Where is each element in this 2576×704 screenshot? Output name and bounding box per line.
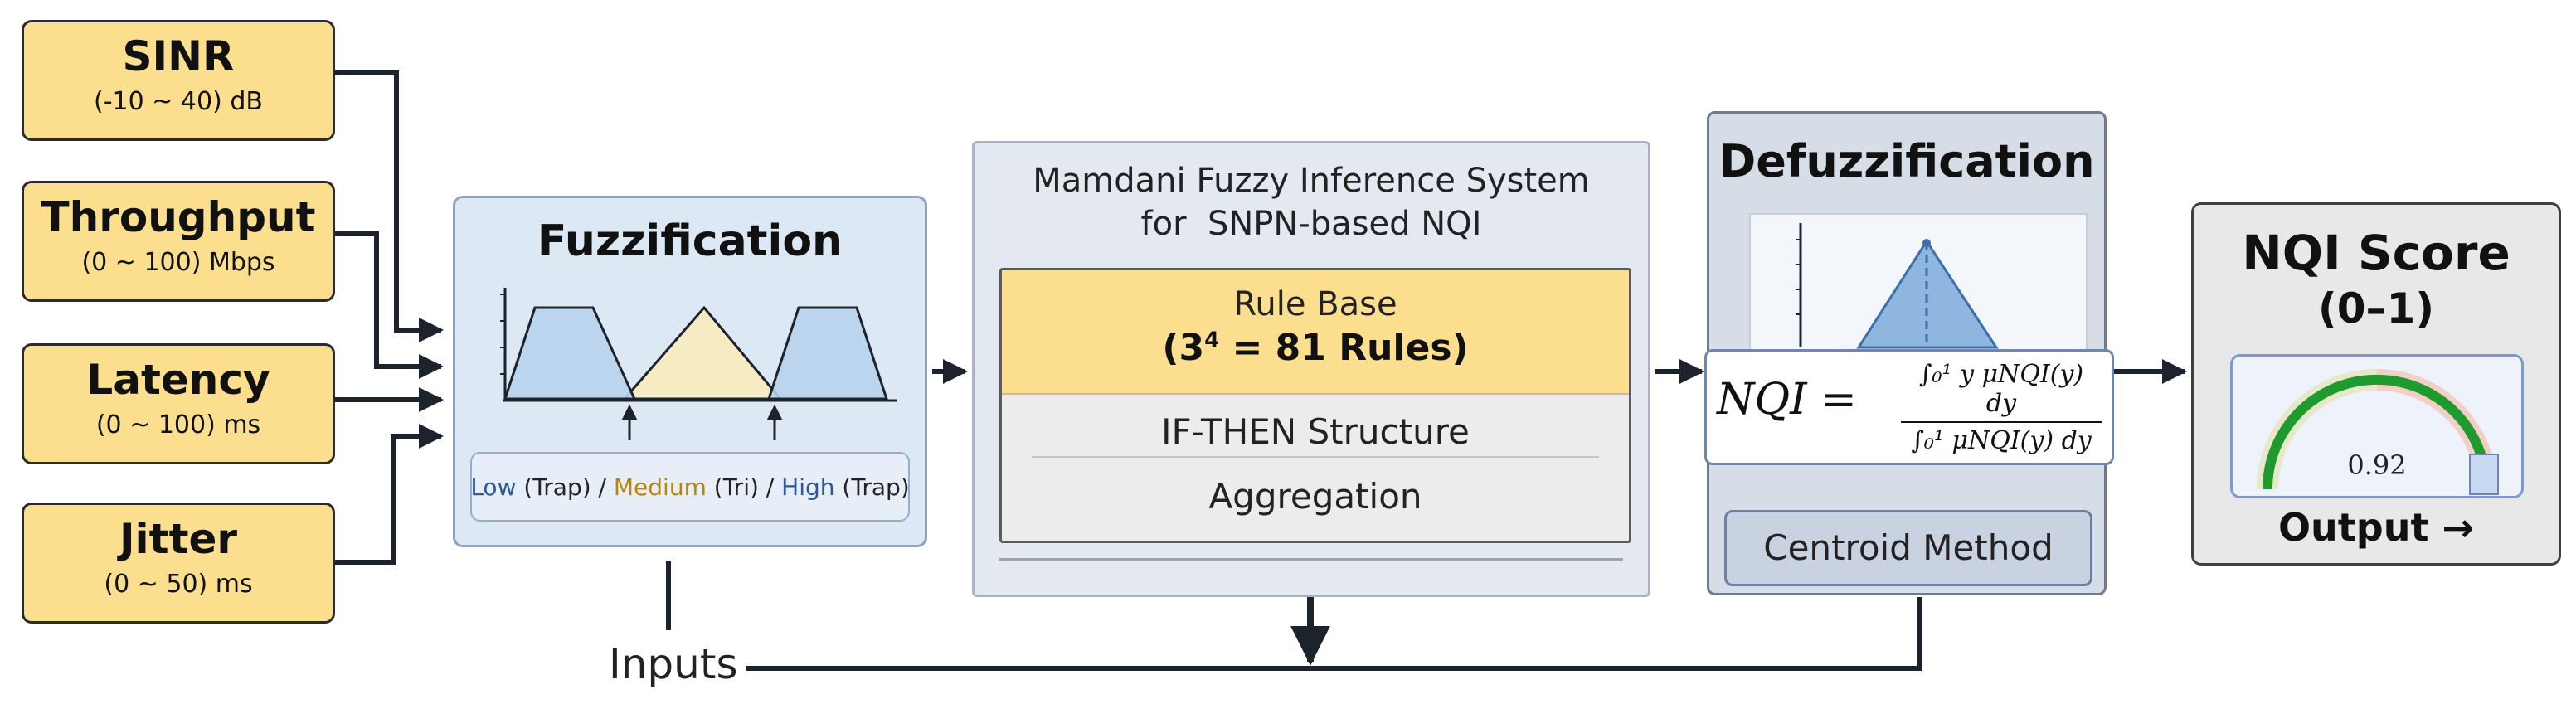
input-box-sinr: SINR (-10 ~ 40) dB xyxy=(22,20,335,141)
centroid-formula: NQI = ∫₀¹ y μNQI(y) dy ∫₀¹ μNQI(y) dy xyxy=(1704,349,2114,465)
divider xyxy=(999,558,1623,561)
formula-denominator: ∫₀¹ μNQI(y) dy xyxy=(1911,426,2092,455)
input-box-jitter: Jitter (0 ~ 50) ms xyxy=(22,503,335,624)
rule-base-title: Rule Base xyxy=(1233,285,1397,323)
input-range: (0 ~ 50) ms xyxy=(104,570,253,599)
sinr-wire xyxy=(335,70,444,342)
nqi-value: 0.92 xyxy=(2347,449,2407,481)
mamdani-subtitle: for SNPN-based NQI xyxy=(1140,205,1482,243)
legend-high-type: (Trap) xyxy=(842,473,910,501)
fuzzification-panel: Fuzzification Low (Trap) / Medium (Tri) … xyxy=(453,196,927,547)
input-box-latency: Latency (0 ~ 100) ms xyxy=(22,343,335,464)
membership-legend: Low (Trap) / Medium (Tri) / High (Trap) xyxy=(470,452,910,522)
membership-function-plot xyxy=(500,288,897,440)
legend-high: High xyxy=(781,473,835,501)
input-box-throughput: Throughput (0 ~ 100) Mbps xyxy=(22,181,335,302)
input-name: Throughput xyxy=(41,193,316,241)
aggregation-step: Aggregation xyxy=(1208,476,1422,517)
input-name: SINR xyxy=(122,32,235,80)
input-range: (0 ~ 100) Mbps xyxy=(81,248,275,277)
mamdani-title: Mamdani Fuzzy Inference System xyxy=(1033,162,1590,200)
input-range: (0 ~ 100) ms xyxy=(95,410,261,439)
inputs-label: Inputs xyxy=(602,640,745,688)
rule-count-suffix: = 81 Rules) xyxy=(1219,327,1469,369)
if-then-structure: IF-THEN Structure xyxy=(1161,411,1470,452)
legend-separator: / xyxy=(591,473,614,501)
input-name: Latency xyxy=(86,356,270,404)
output-label: Output → xyxy=(2277,505,2475,550)
formula-numerator: ∫₀¹ y μNQI(y) dy xyxy=(1901,360,2102,423)
gauge: 0.92 xyxy=(2230,354,2524,498)
throughput-wire xyxy=(335,231,444,379)
high-membership-shape xyxy=(766,306,889,401)
legend-low-type: (Trap) xyxy=(523,473,591,501)
nqi-range: (0–1) xyxy=(2317,284,2435,333)
gauge-end-marker xyxy=(2469,454,2499,495)
inputs-feedback-line xyxy=(746,597,1922,671)
gauge-fill-arc xyxy=(2263,374,2488,490)
jitter-wire xyxy=(335,424,444,565)
legend-medium: Medium xyxy=(613,473,707,501)
legend-low: Low xyxy=(470,473,517,501)
legend-separator: / xyxy=(758,473,782,501)
nqi-score-panel: NQI Score (0–1) 0.92 Output → xyxy=(2191,202,2561,566)
nqi-title: NQI Score xyxy=(2242,225,2510,281)
legend-medium-type: (Tri) xyxy=(713,473,759,501)
rule-count-prefix: (3 xyxy=(1162,327,1205,369)
rule-block: Rule Base (34 = 81 Rules) IF-THEN Struct… xyxy=(999,268,1631,543)
centroid-method: Centroid Method xyxy=(1724,510,2092,586)
rule-count-exponent: 4 xyxy=(1204,328,1220,353)
defuzzification-title: Defuzzification xyxy=(1718,135,2095,187)
rule-count: (34 = 81 Rules) xyxy=(1002,327,1629,369)
medium-membership-shape xyxy=(621,305,784,401)
divider xyxy=(1032,456,1599,458)
input-name: Jitter xyxy=(119,515,238,563)
mamdani-inference-panel: Mamdani Fuzzy Inference System for SNPN-… xyxy=(972,141,1650,597)
fuzzification-title: Fuzzification xyxy=(537,216,843,266)
formula-lhs: NQI = xyxy=(1717,375,1857,425)
input-range: (-10 ~ 40) dB xyxy=(94,87,263,116)
formula-fraction: ∫₀¹ y μNQI(y) dy ∫₀¹ μNQI(y) dy xyxy=(1901,360,2102,455)
rule-base: Rule Base (34 = 81 Rules) xyxy=(1002,270,1629,395)
low-membership-shape xyxy=(503,306,637,401)
defuzzification-panel: Defuzzification NQI = ∫₀¹ y μNQI(y) dy ∫… xyxy=(1704,111,2114,595)
